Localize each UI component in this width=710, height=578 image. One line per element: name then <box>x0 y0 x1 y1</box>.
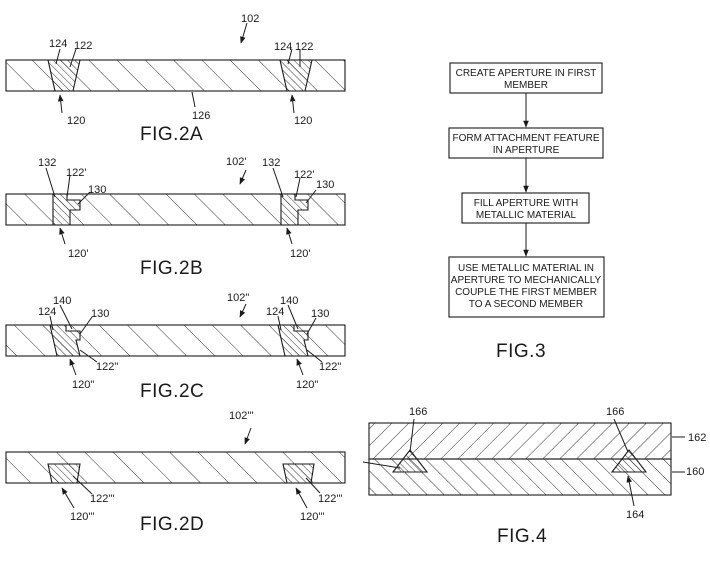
ref-120-dprime-left: 120" <box>72 379 94 391</box>
ref-102-tprime: 102''' <box>229 410 254 422</box>
ref-164: 164 <box>626 509 644 521</box>
fig-2c: 102" 140 124 130 122" 140 124 130 122" 1… <box>5 292 346 402</box>
ref-102-dprime: 102" <box>227 292 249 304</box>
flow-step-3-line-2: METALLIC MATERIAL <box>476 210 577 221</box>
ref-160: 160 <box>686 466 704 478</box>
ref-122-dprime-right: 122" <box>319 361 341 373</box>
flow-step-3 <box>461 192 590 224</box>
ref-140-right: 140 <box>280 295 298 307</box>
ref-120-tprime-left: 120''' <box>70 511 95 523</box>
fig-2b-title: FIG.2B <box>140 258 203 279</box>
fig-3-title: FIG.3 <box>496 341 546 362</box>
ref-124-right: 124 <box>274 41 292 53</box>
fig-2b-right-aperture <box>280 193 309 226</box>
ref-126: 126 <box>192 110 210 122</box>
ref-130-c-left: 130 <box>91 308 109 320</box>
fig-2c-left-aperture <box>49 324 81 357</box>
fig-2d-left-aperture <box>47 463 81 484</box>
flow-step-4-line-1: USE METALLIC MATERIAL IN <box>458 263 594 274</box>
ref-122-tprime-left: 122''' <box>90 493 115 505</box>
fig-2a-right-aperture <box>279 59 313 92</box>
flow-step-2-line-2: IN APERTURE <box>493 145 560 156</box>
flow-step-2 <box>448 127 604 159</box>
ref-122-dprime-left: 122" <box>96 361 118 373</box>
fig-2a-title: FIG.2A <box>140 124 203 145</box>
ref-120-prime-left: 120' <box>68 248 88 260</box>
flow-step-1-line-1: CREATE APERTURE IN FIRST <box>456 68 597 79</box>
flow-step-1-line-2: MEMBER <box>504 80 548 91</box>
fig-2a: 102 124 122 124 122 120 120 126 FIG.2A <box>5 13 346 145</box>
fig-2d-right-aperture <box>282 463 315 484</box>
ref-130-right: 130 <box>316 179 334 191</box>
flow-step-4-line-2: APERTURE TO MECHANICALLY <box>451 275 602 286</box>
fig-2d: 102''' 122''' 120''' 122''' 120''' FIG.2… <box>5 410 346 535</box>
ref-120-prime-right: 120' <box>290 248 310 260</box>
ref-132-left: 132 <box>38 157 56 169</box>
ref-120-left: 120 <box>67 115 85 127</box>
ref-102-prime: 102' <box>226 156 246 168</box>
flow-step-4 <box>448 256 605 318</box>
fig-4-top-member <box>368 422 672 460</box>
ref-166-right: 166 <box>606 406 624 418</box>
ref-162: 162 <box>688 432 706 444</box>
ref-102: 102 <box>241 13 259 25</box>
flow-step-4-line-3: COUPLE THE FIRST MEMBER <box>455 287 597 298</box>
ref-124-left: 124 <box>49 38 67 50</box>
ref-122-tprime-right: 122''' <box>318 493 343 505</box>
fig-4: 166 166 162 160 164 FIG.4 <box>362 406 706 547</box>
fig-2c-right-aperture <box>277 324 309 357</box>
ref-120-right: 120 <box>294 115 312 127</box>
fig-2d-title: FIG.2D <box>140 514 204 535</box>
fig-2c-title: FIG.2C <box>140 381 204 402</box>
ref-122-left: 122 <box>74 40 92 52</box>
ref-124-c-right: 124 <box>266 306 284 318</box>
ref-166-left: 166 <box>409 406 427 418</box>
ref-124-c-left: 124 <box>38 306 56 318</box>
fig-4-title: FIG.4 <box>497 526 547 547</box>
ref-120-dprime-right: 120" <box>296 379 318 391</box>
ref-140-left: 140 <box>53 295 71 307</box>
ref-122-prime-right: 122' <box>294 169 314 181</box>
fig-3-flowchart: CREATE APERTURE IN FIRST MEMBER FORM ATT… <box>448 62 605 362</box>
ref-120-tprime-right: 120''' <box>300 511 325 523</box>
flow-step-3-line-1: FILL APERTURE WITH <box>474 198 578 209</box>
flow-step-1 <box>449 62 603 94</box>
ref-122-prime-left: 122' <box>66 167 86 179</box>
ref-122-right: 122 <box>295 41 313 53</box>
fig-2a-left-aperture <box>47 59 81 92</box>
ref-132-right: 132 <box>262 157 280 169</box>
flow-step-4-line-4: TO A SECOND MEMBER <box>469 299 583 310</box>
flow-step-2-line-1: FORM ATTACHMENT FEATURE <box>452 133 599 144</box>
fig-2b: 102' 132 122' 130 132 122' 130 120' 120'… <box>5 156 346 279</box>
ref-130-left: 130 <box>88 184 106 196</box>
ref-130-c-right: 130 <box>311 308 329 320</box>
